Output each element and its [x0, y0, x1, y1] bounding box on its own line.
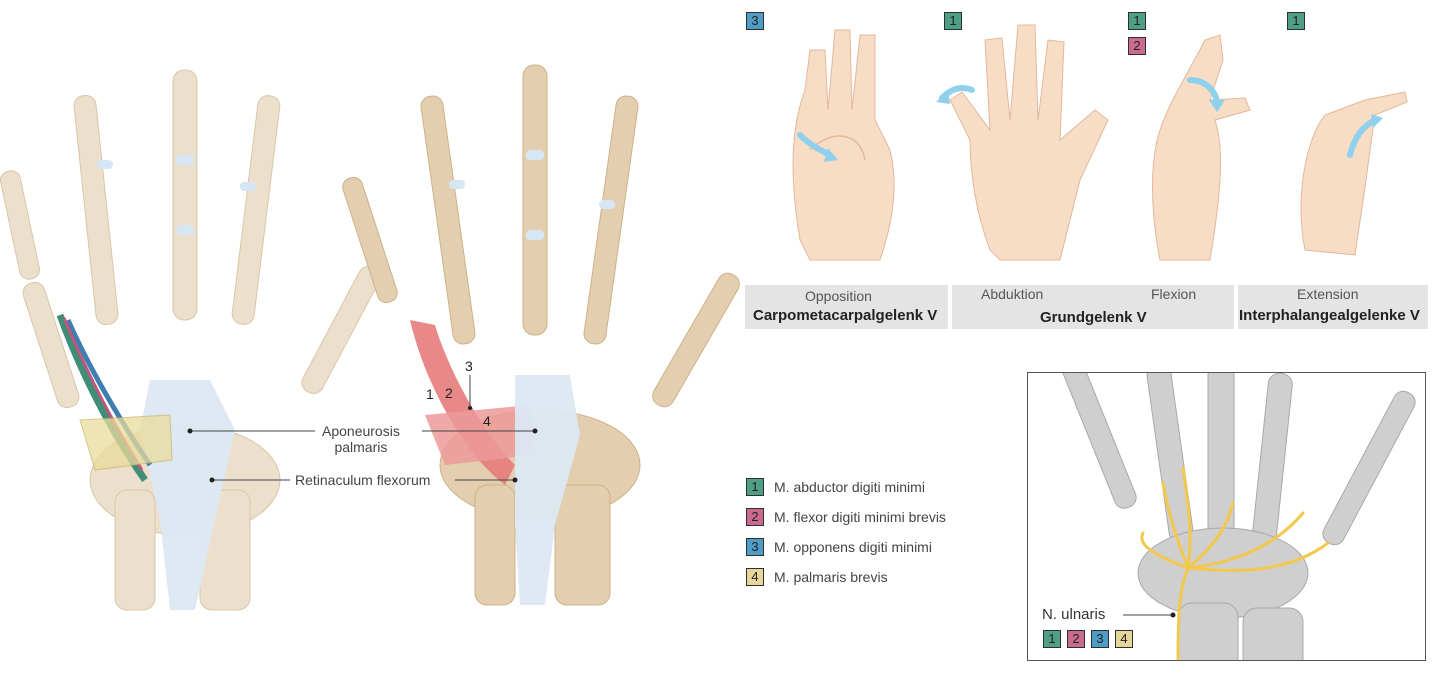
middle-hand-illustration [342, 64, 740, 606]
movement-2-badge-0: 1 [1128, 12, 1146, 30]
muscle-number-1: 1 [426, 386, 434, 402]
muscle-number-4: 4 [483, 413, 491, 429]
legend-badge-2: 2 [746, 508, 764, 526]
movement-0-motion: Opposition [805, 288, 872, 304]
legend-text-4: M. palmaris brevis [774, 569, 888, 585]
movement-3-joint: Interphalangealgelenke V [1239, 307, 1420, 324]
legend-badge-4: 4 [746, 568, 764, 586]
movement-box-extension: Extension Interphalangealgelenke V [1238, 285, 1428, 329]
flexion-hand-illustration [1152, 34, 1251, 261]
nerve-label: N. ulnaris [1042, 606, 1106, 623]
label-leader-lines [187, 375, 538, 483]
legend-text-3: M. opponens digiti minimi [774, 539, 932, 555]
movement-0-badge-0: 3 [746, 12, 764, 30]
legend-badge-1: 1 [746, 478, 764, 496]
muscle-number-2: 2 [445, 385, 453, 401]
movement-1-joint: Grundgelenk V [1040, 309, 1147, 326]
legend-text-1: M. abductor digiti minimi [774, 479, 925, 495]
nerve-badge-3: 3 [1091, 630, 1109, 648]
nerve-badge-4: 4 [1115, 630, 1133, 648]
movement-0-joint: Carpometacarpalgelenk V [753, 307, 938, 324]
retinaculum-label: Retinaculum flexorum [295, 472, 431, 488]
movement-1-badge-0: 1 [944, 12, 962, 30]
muscle-number-3: 3 [465, 358, 473, 374]
movement-3-badge-0: 1 [1287, 12, 1305, 30]
nerve-badge-1: 1 [1043, 630, 1061, 648]
nerve-hand-illustration [1061, 373, 1416, 660]
aponeurosis-label: Aponeurosis palmaris [322, 423, 400, 455]
extension-hand-illustration [1300, 91, 1408, 256]
movement-box-opposition: Opposition Carpometacarpalgelenk V [745, 285, 948, 329]
nerve-badge-2: 2 [1067, 630, 1085, 648]
left-hand-illustration [0, 69, 381, 611]
movement-2-motion: Flexion [1151, 286, 1197, 302]
opposition-hand-illustration [792, 29, 895, 261]
legend-text-2: M. flexor digiti minimi brevis [774, 509, 946, 525]
movement-3-motion: Extension [1297, 286, 1359, 302]
movement-box-grundgelenk: Abduktion Flexion Grundgelenk V [952, 285, 1234, 329]
nerve-panel: N. ulnaris 1 2 3 4 [1027, 372, 1426, 661]
movement-2-badge-1: 2 [1128, 37, 1146, 55]
abduction-hand-illustration [936, 24, 1109, 261]
legend-badge-3: 3 [746, 538, 764, 556]
movement-1-motion: Abduktion [981, 286, 1044, 302]
